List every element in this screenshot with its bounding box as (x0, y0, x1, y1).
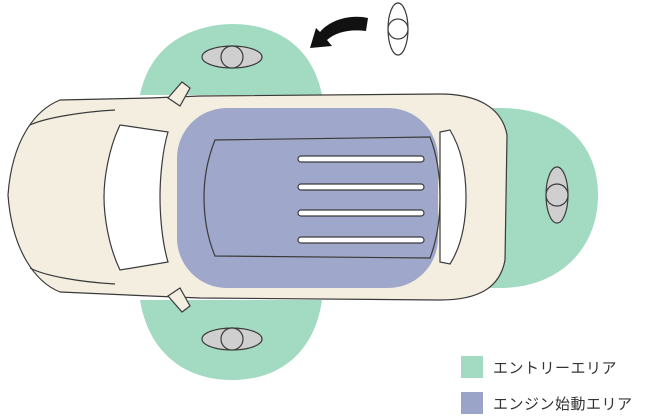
legend-entry-area: エントリーエリア (461, 356, 617, 378)
person-head (387, 18, 409, 40)
entry-area-zones (140, 24, 598, 380)
car-roof (203, 136, 441, 259)
arrow-body (310, 16, 368, 48)
person-head (545, 183, 569, 207)
engine-start-area-zone (177, 108, 438, 288)
roof-rails (297, 155, 425, 244)
legend-swatch-entry (461, 356, 483, 378)
person-head (220, 45, 244, 69)
car-windshield (103, 124, 169, 271)
car-rear-window (439, 129, 467, 265)
person-icons (201, 2, 569, 351)
legend-engine-area: エンジン始動エリア (461, 392, 633, 414)
roof-rail (297, 155, 425, 163)
person-icon (201, 45, 263, 69)
car-side-mirror-right (167, 287, 191, 313)
roof-outline (203, 136, 441, 259)
rotation-arrow-icon (310, 16, 368, 48)
car-side-mirror-left (167, 81, 191, 107)
person-icon (201, 327, 263, 351)
legend-label-engine: エンジン始動エリア (493, 394, 633, 413)
roof-rail (297, 209, 425, 217)
entry-area-rear (482, 108, 598, 288)
roof-rail (297, 236, 425, 244)
person-icon (545, 166, 569, 224)
person-head (220, 327, 244, 351)
roof-rail (297, 183, 425, 191)
legend-swatch-engine (461, 392, 483, 414)
car-hood-line (29, 109, 116, 285)
person-icon (387, 2, 409, 56)
legend-label-entry: エントリーエリア (493, 358, 618, 377)
